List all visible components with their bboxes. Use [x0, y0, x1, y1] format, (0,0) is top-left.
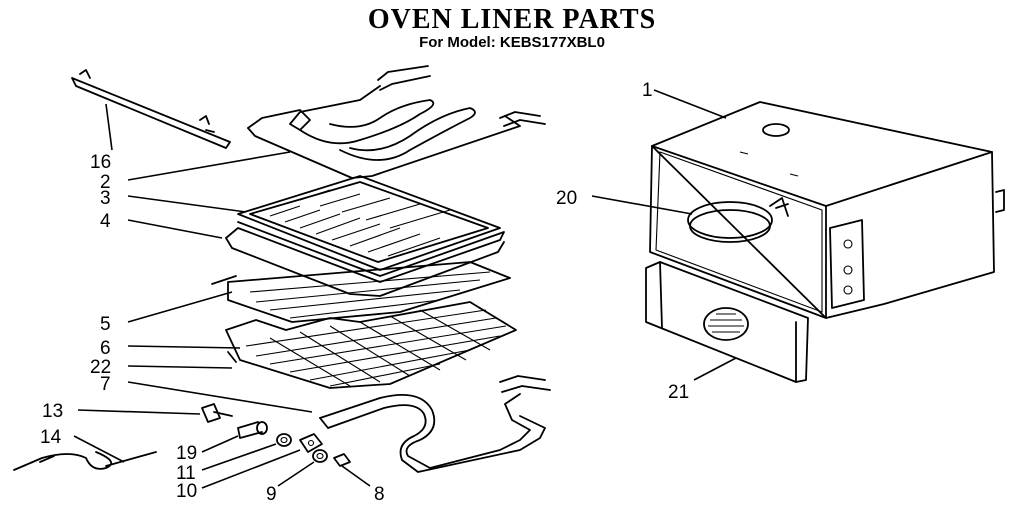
part-1-oven-liner [649, 101, 1005, 319]
callout-7: 7 [100, 374, 111, 395]
part-2-broil-element [247, 65, 546, 179]
part-10-bracket [299, 433, 323, 453]
diagram-title: OVEN LINER PARTS [367, 4, 657, 35]
part-19-bushing [237, 421, 268, 439]
callout-1: 1 [642, 80, 653, 101]
callout-22: 22 [90, 357, 111, 378]
callout-16: 16 [90, 152, 111, 173]
callout-10: 10 [176, 481, 197, 502]
callout-19: 19 [176, 443, 197, 464]
part-20-convection-element [687, 197, 789, 243]
part-22-rack-support [227, 351, 237, 363]
part-11-nut [276, 433, 292, 447]
part-3-broil-grid [237, 175, 501, 271]
part-9-washer [312, 449, 328, 463]
callout-2: 2 [100, 172, 111, 193]
diagram-subtitle: For Model: KEBS177XBL0 [419, 34, 605, 51]
callout-3: 3 [100, 188, 111, 209]
part-8-nut [333, 453, 351, 467]
callout-11: 11 [176, 463, 196, 484]
callout-5: 5 [100, 314, 111, 335]
callout-8: 8 [374, 484, 385, 505]
part-16-bracket [71, 69, 231, 149]
part-5-oven-rack [211, 261, 511, 323]
part-6-oven-rack [225, 301, 517, 389]
callout-14: 14 [40, 427, 62, 448]
leader-lines [73, 89, 737, 489]
callout-labels: 16 2 3 4 5 6 22 7 13 14 19 11 10 9 8 1 2… [40, 80, 689, 505]
callout-9: 9 [266, 484, 277, 505]
part-7-bake-element [319, 375, 551, 473]
callout-6: 6 [100, 338, 111, 359]
part-4-broil-pan [225, 221, 505, 297]
callout-4: 4 [100, 211, 111, 232]
callout-13: 13 [42, 401, 63, 422]
part-21-back-panel [645, 261, 809, 383]
callout-20: 20 [556, 188, 577, 209]
part-13-clip [201, 403, 233, 423]
callout-21: 21 [668, 382, 689, 403]
part-14-probe [13, 451, 157, 471]
